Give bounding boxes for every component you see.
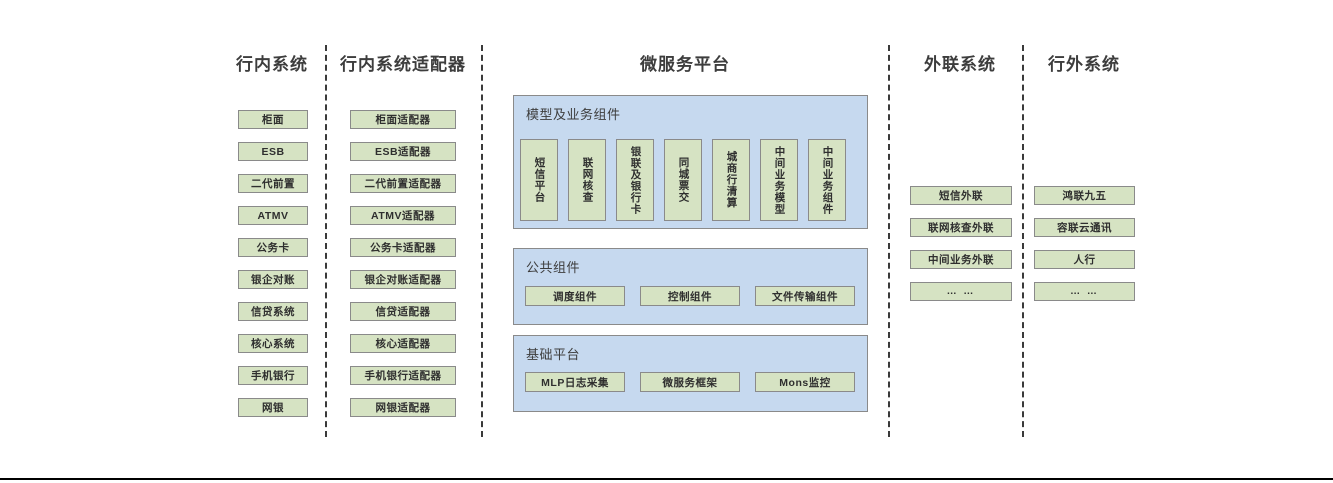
system-box[interactable]: 银企对账适配器 <box>350 270 456 289</box>
platform-component-label: 城商行清算 <box>725 151 738 209</box>
system-box[interactable]: 手机银行 <box>238 366 308 385</box>
system-box[interactable]: 网银适配器 <box>350 398 456 417</box>
platform-component-box[interactable]: 银联及银行卡 <box>616 139 654 221</box>
platform-group-label: 公共组件 <box>526 260 581 275</box>
system-box[interactable]: ATMV适配器 <box>350 206 456 225</box>
platform-component-label: 联网核查 <box>581 157 594 203</box>
platform-component-box[interactable]: 短信平台 <box>520 139 558 221</box>
column-title-3: 外联系统 <box>924 55 996 74</box>
system-box[interactable]: 柜面 <box>238 110 308 129</box>
platform-component-box[interactable]: 中间业务模型 <box>760 139 798 221</box>
system-box[interactable]: ESB适配器 <box>350 142 456 161</box>
system-box[interactable]: 手机银行适配器 <box>350 366 456 385</box>
column-title-1: 行内系统 <box>236 55 308 74</box>
system-box[interactable]: 柜面适配器 <box>350 110 456 129</box>
platform-component-box[interactable]: 同城票交 <box>664 139 702 221</box>
system-box[interactable]: 人行 <box>1034 250 1135 269</box>
platform-component-box[interactable]: 联网核查 <box>568 139 606 221</box>
system-box[interactable]: 银企对账 <box>238 270 308 289</box>
system-box[interactable]: 二代前置 <box>238 174 308 193</box>
system-box[interactable]: 容联云通讯 <box>1034 218 1135 237</box>
system-box[interactable]: ESB <box>238 142 308 161</box>
platform-component-label: 同城票交 <box>677 157 690 203</box>
platform-component-box[interactable]: 控制组件 <box>640 286 740 306</box>
system-box[interactable]: 网银 <box>238 398 308 417</box>
system-box[interactable]: 核心适配器 <box>350 334 456 353</box>
platform-component-label: 中间业务模型 <box>773 145 786 215</box>
system-box[interactable]: 公务卡适配器 <box>350 238 456 257</box>
platform-component-box[interactable]: Mons监控 <box>755 372 855 392</box>
platform-component-label: 银联及银行卡 <box>629 145 642 215</box>
platform-title: 微服务平台 <box>640 55 730 74</box>
column-title-4: 行外系统 <box>1048 55 1120 74</box>
column-divider-2 <box>481 45 483 437</box>
column-divider-4 <box>1022 45 1024 437</box>
system-box[interactable]: ATMV <box>238 206 308 225</box>
bottom-divider-rule <box>0 478 1333 480</box>
system-box[interactable]: … … <box>910 282 1012 301</box>
platform-component-box[interactable]: MLP日志采集 <box>525 372 625 392</box>
column-title-2: 行内系统适配器 <box>340 55 466 74</box>
platform-component-box[interactable]: 文件传输组件 <box>755 286 855 306</box>
platform-group-label: 模型及业务组件 <box>526 107 621 122</box>
system-box[interactable]: 鸿联九五 <box>1034 186 1135 205</box>
platform-component-box[interactable]: 微服务框架 <box>640 372 740 392</box>
system-box[interactable]: 短信外联 <box>910 186 1012 205</box>
platform-component-box[interactable]: 调度组件 <box>525 286 625 306</box>
platform-component-box[interactable]: 中间业务组件 <box>808 139 846 221</box>
platform-component-label: 短信平台 <box>533 157 546 203</box>
system-box[interactable]: 公务卡 <box>238 238 308 257</box>
system-box[interactable]: 信贷适配器 <box>350 302 456 321</box>
system-box[interactable]: 二代前置适配器 <box>350 174 456 193</box>
platform-component-box[interactable]: 城商行清算 <box>712 139 750 221</box>
system-box[interactable]: 联网核查外联 <box>910 218 1012 237</box>
column-divider-1 <box>325 45 327 437</box>
system-box[interactable]: 中间业务外联 <box>910 250 1012 269</box>
system-box[interactable]: 信贷系统 <box>238 302 308 321</box>
column-divider-3 <box>888 45 890 437</box>
platform-component-label: 中间业务组件 <box>821 145 834 215</box>
system-box[interactable]: … … <box>1034 282 1135 301</box>
platform-group-label: 基础平台 <box>526 347 581 362</box>
system-box[interactable]: 核心系统 <box>238 334 308 353</box>
